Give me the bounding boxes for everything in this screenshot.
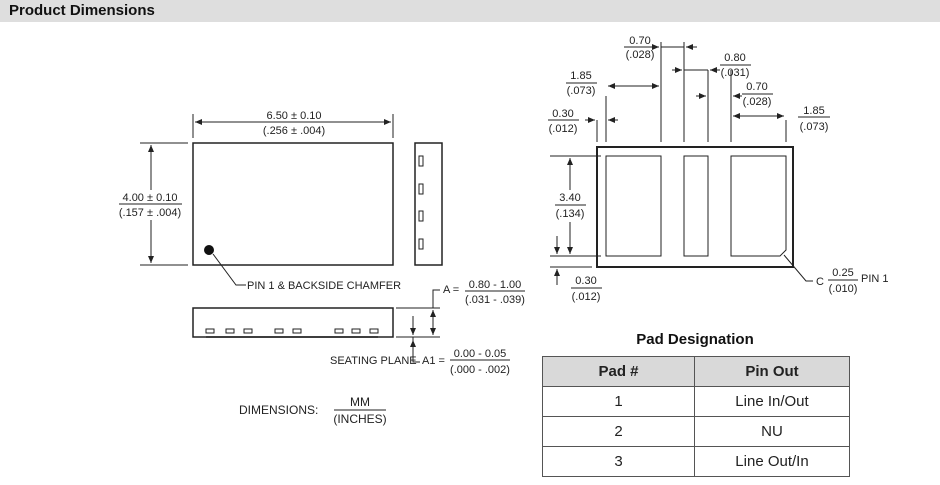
dim-080-in: (.031) (721, 67, 750, 79)
dim-340-in: (.134) (556, 208, 585, 220)
pin-out: NU (694, 416, 850, 447)
dim-070-right-in: (.028) (743, 96, 772, 108)
units-inches: (INCHES) (333, 412, 386, 426)
pad-1 (605, 155, 662, 257)
section-title: Product Dimensions (9, 2, 155, 19)
pin1-dot (204, 245, 214, 255)
header-pad: Pad # (542, 356, 695, 387)
pin1-leader (212, 253, 246, 286)
table-row: 2 NU (542, 416, 850, 447)
seating-plane-label: SEATING PLANE (330, 355, 417, 367)
chamfer-value: 0.25 (832, 267, 853, 279)
pin1-label: PIN 1 & BACKSIDE CHAMFER (247, 280, 401, 292)
pin-out: Line Out/In (694, 446, 850, 477)
package-body-top (192, 142, 394, 266)
pad-designation-title: Pad Designation (636, 331, 754, 348)
dim-030-left: 0.30 (552, 108, 573, 120)
dim-185-right-in: (.073) (800, 121, 829, 133)
dim-070-top: 0.70 (629, 35, 650, 47)
a1-value: 0.00 - 0.05 (454, 348, 507, 360)
units-mm: MM (350, 395, 370, 409)
pad-2 (683, 155, 709, 257)
dim-340: 3.40 (559, 192, 580, 204)
end-view (414, 142, 443, 266)
table-header-row: Pad # Pin Out (542, 356, 850, 387)
units-label: DIMENSIONS: (239, 403, 318, 417)
top-view (140, 114, 394, 286)
dim-030-bottom-in: (.012) (572, 291, 601, 303)
table-row: 3 Line Out/In (542, 446, 850, 477)
pad-number: 1 (542, 386, 695, 417)
pad-3 (730, 155, 787, 257)
width-dim-text: 6.50 ± 0.10 (267, 110, 322, 122)
height-dim-text: 4.00 ± 0.10 (123, 192, 178, 204)
height-dim-text-in: (.157 ± .004) (119, 207, 181, 219)
a-label: A = (443, 284, 459, 296)
header-pin-out: Pin Out (694, 356, 850, 387)
dim-070-right: 0.70 (746, 81, 767, 93)
dim-185-left-in: (.073) (567, 85, 596, 97)
dim-070-top-in: (.028) (626, 49, 655, 61)
dim-080: 0.80 (724, 52, 745, 64)
chamfer-c-label: C (816, 276, 824, 288)
pin1-pad-label: PIN 1 (861, 273, 889, 285)
pad-outline (596, 146, 794, 268)
dim-185-right: 1.85 (803, 105, 824, 117)
pad-designation-table: Pad # Pin Out 1 Line In/Out 2 NU 3 Line … (542, 356, 850, 477)
width-dim-text-in: (.256 ± .004) (263, 125, 325, 137)
a1-value-in: (.000 - .002) (450, 364, 510, 376)
a-value: 0.80 - 1.00 (469, 279, 522, 291)
pad-number: 3 (542, 446, 695, 477)
side-view (192, 289, 440, 363)
chamfer-value-in: (.010) (829, 283, 858, 295)
section-header: Product Dimensions (0, 0, 940, 22)
pad-number: 2 (542, 416, 695, 447)
dim-185-left: 1.85 (570, 70, 591, 82)
dim-030-left-in: (.012) (549, 123, 578, 135)
a-value-in: (.031 - .039) (465, 294, 525, 306)
a1-label: A1 = (422, 355, 445, 367)
table-row: 1 Line In/Out (542, 386, 850, 417)
pin-out: Line In/Out (694, 386, 850, 417)
dim-030-bottom: 0.30 (575, 275, 596, 287)
